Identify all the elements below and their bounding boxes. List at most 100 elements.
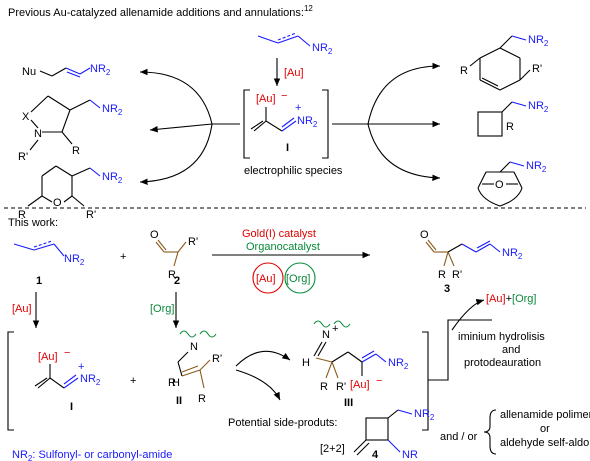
svg-text:H: H xyxy=(172,377,180,389)
svg-text:NR2: NR2 xyxy=(414,408,435,422)
svg-text:1: 1 xyxy=(36,275,42,287)
svg-text:I: I xyxy=(286,142,289,154)
svg-text:R: R xyxy=(72,145,80,157)
electrophilic-label: electrophilic species xyxy=(244,165,343,177)
allenamide-line2: or xyxy=(540,423,550,435)
svg-text:R: R xyxy=(506,121,514,133)
brace xyxy=(483,409,497,455)
svg-text:[Au]: [Au] xyxy=(12,303,32,315)
exit-arrow-path xyxy=(428,319,492,381)
iminium-line3: protodeauration xyxy=(464,357,541,369)
right-product-oxabicycle: O NR2 xyxy=(477,160,547,207)
svg-text:X: X xyxy=(22,111,30,123)
svg-text:Nu: Nu xyxy=(22,66,36,78)
svg-text:[Au]: [Au] xyxy=(350,379,370,391)
svg-text:O: O xyxy=(495,179,504,191)
footer-note: NR2: Sulfonyl- or carbonyl-amide xyxy=(12,449,172,461)
svg-text:NR2: NR2 xyxy=(80,373,101,387)
svg-text:+: + xyxy=(332,323,338,335)
svg-text:[Au]: [Au] xyxy=(256,93,276,105)
regenerated-catalysts: [Au]+[Org] xyxy=(486,293,536,305)
to-III-arrow xyxy=(235,350,291,367)
svg-text:−: − xyxy=(376,375,382,387)
svg-text:O: O xyxy=(420,229,429,241)
top-allenamide: NR2 xyxy=(257,32,333,56)
svg-text:R: R xyxy=(168,269,176,281)
svg-text:R: R xyxy=(460,65,468,77)
organocatalyst-label: Organocatalyst xyxy=(246,241,320,253)
svg-text:R': R' xyxy=(188,236,198,248)
svg-text:II: II xyxy=(176,395,182,407)
svg-text:NR2: NR2 xyxy=(526,160,547,174)
svg-text:−: − xyxy=(64,347,70,359)
svg-text:[Org]: [Org] xyxy=(150,303,174,315)
left-product-pyrrolidine: X N R' R NR2 xyxy=(18,95,123,163)
to-side-arrow xyxy=(235,369,281,401)
svg-text:NR2: NR2 xyxy=(102,171,123,185)
plus-1: + xyxy=(120,251,126,263)
svg-text:N: N xyxy=(190,341,198,353)
svg-text:H: H xyxy=(302,357,310,369)
svg-text:NR2: NR2 xyxy=(64,253,85,267)
svg-text:NR2: NR2 xyxy=(297,115,318,129)
svg-text:R': R' xyxy=(336,381,346,393)
svg-text:R': R' xyxy=(532,63,542,75)
intermediate-III: N + H R R' NR2 [Au] − III xyxy=(302,320,409,409)
svg-text:NR2: NR2 xyxy=(90,63,111,77)
intermediate-I-bottom: [Au] − NR2 + I xyxy=(34,347,101,413)
svg-text:R': R' xyxy=(212,353,222,365)
side-products-label: Potential side-produts: xyxy=(228,417,337,429)
and-or-label: and / or xyxy=(440,431,478,443)
cyclo-label: [2+2] xyxy=(320,443,345,455)
svg-text:NR2: NR2 xyxy=(388,357,409,371)
right-product-cyclohexene: R R' NR2 xyxy=(460,34,549,91)
svg-text:R: R xyxy=(198,393,206,405)
this-work-label: This work: xyxy=(8,217,58,229)
svg-text:I: I xyxy=(70,401,73,413)
svg-text:R: R xyxy=(168,377,176,389)
svg-text:[Org]: [Org] xyxy=(286,273,310,285)
svg-text:R: R xyxy=(320,381,328,393)
intermediate-I-top: [Au] − NR2 + I xyxy=(243,89,329,159)
top-au-label: [Au] xyxy=(284,67,304,79)
svg-text:III: III xyxy=(344,397,353,409)
intermediate-II: N R N R' R II xyxy=(168,330,222,407)
svg-text:NR2: NR2 xyxy=(312,42,333,56)
svg-text:+: + xyxy=(78,361,84,373)
svg-text:O: O xyxy=(150,229,159,241)
header-text: Previous Au-catalyzed allenamide additio… xyxy=(8,4,313,19)
svg-text:3: 3 xyxy=(444,283,450,295)
svg-text:R': R' xyxy=(452,269,462,281)
svg-text:R: R xyxy=(18,209,26,221)
svg-text:NR2: NR2 xyxy=(528,100,549,114)
svg-text:[Au]: [Au] xyxy=(256,273,276,285)
svg-text:NR2: NR2 xyxy=(502,247,523,261)
gold-catalyst-label: Gold(I) catalyst xyxy=(242,228,316,240)
iminium-line2: and xyxy=(502,344,520,356)
bottom-bracket-right xyxy=(422,331,429,431)
dual-cycle: [Au] [Org] xyxy=(252,262,316,294)
allenamide-line1: allenamide polimers xyxy=(500,409,590,421)
plus-2: + xyxy=(130,375,136,387)
svg-text:NR: NR xyxy=(402,449,418,461)
svg-text:NR2: NR2 xyxy=(102,103,123,117)
iminium-line1: iminium hydrolisis xyxy=(458,331,545,343)
compound-4: NR2 NR 4 xyxy=(353,408,435,461)
svg-text:−: − xyxy=(281,90,287,102)
bottom-bracket-left xyxy=(7,331,14,431)
compound-3: O R R' NR2 3 xyxy=(420,229,523,295)
left-product-pyran: O R R' NR2 xyxy=(18,165,123,221)
svg-text:R': R' xyxy=(18,151,28,163)
svg-text:[Au]: [Au] xyxy=(38,351,58,363)
svg-text:O: O xyxy=(53,197,62,209)
svg-text:+: + xyxy=(295,102,301,114)
compound-1: NR2 1 xyxy=(13,240,85,287)
allenamide-line3: aldehyde self-aldols xyxy=(500,437,590,449)
svg-text:R': R' xyxy=(86,209,96,221)
svg-text:NR2: NR2 xyxy=(528,34,549,48)
svg-text:R: R xyxy=(438,269,446,281)
compound-2: O R' R 2 xyxy=(150,229,198,287)
svg-text:2: 2 xyxy=(174,275,180,287)
svg-text:N: N xyxy=(322,329,330,341)
